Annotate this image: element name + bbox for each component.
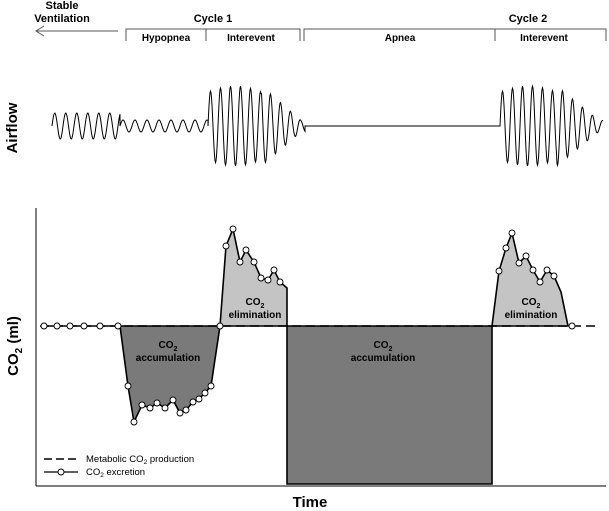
cycle2-label: Cycle 2 — [509, 13, 548, 25]
excretion-marker — [508, 229, 516, 237]
co2-accumulation-area-1 — [119, 325, 221, 425]
excretion-marker — [222, 242, 230, 250]
excretion-marker — [195, 395, 203, 403]
accumulation-label-1-text: accumulation — [136, 353, 200, 364]
cycle1-label: Cycle 1 — [194, 13, 233, 25]
excretion-marker — [96, 322, 104, 330]
excretion-marker — [53, 322, 61, 330]
phase-brackets — [125, 28, 607, 41]
elimination-label-2: CO2 — [522, 297, 541, 310]
excretion-marker — [522, 252, 530, 260]
excretion-marker — [529, 266, 537, 274]
stable-arrow — [35, 25, 118, 37]
excretion-marker — [257, 274, 265, 282]
excretion-marker — [176, 409, 184, 417]
excretion-marker — [543, 266, 551, 274]
excretion-marker — [568, 322, 576, 330]
excretion-marker — [146, 404, 154, 412]
excretion-marker — [216, 322, 224, 330]
co2-panel: CO2 accumulation CO2 elimination CO2 acc… — [35, 208, 606, 487]
excretion-marker — [114, 322, 122, 330]
co2-axis-label: CO2 (ml) — [5, 316, 25, 376]
excretion-marker — [138, 401, 146, 409]
excretion-marker — [270, 266, 278, 274]
excretion-marker — [161, 404, 169, 412]
excretion-marker — [182, 406, 190, 414]
excretion-marker — [40, 322, 48, 330]
apnea-label: Apnea — [385, 33, 416, 44]
stable-label-line1: Stable — [45, 0, 78, 12]
airflow-trace — [51, 84, 604, 168]
excretion-marker — [207, 382, 215, 390]
interevent2-label: Interevent — [520, 33, 568, 44]
excretion-marker — [153, 399, 161, 407]
excretion-marker — [242, 246, 250, 254]
excretion-marker — [201, 389, 209, 397]
excretion-marker — [495, 267, 503, 275]
excretion-marker — [130, 418, 138, 426]
excretion-marker — [550, 272, 558, 280]
excretion-marker — [250, 258, 258, 266]
excretion-marker — [66, 322, 74, 330]
co2-excretion-markers — [40, 225, 576, 426]
stable-label-line2: Ventilation — [34, 13, 90, 25]
airflow-axis-label: Airflow — [4, 102, 21, 153]
time-axis-label: Time — [293, 494, 328, 511]
legend-metabolic-label: Metabolic CO2 production — [86, 454, 194, 466]
excretion-marker — [229, 225, 237, 233]
legend: Metabolic CO2 production CO2 excretion — [44, 454, 194, 479]
excretion-marker — [189, 398, 197, 406]
excretion-marker — [236, 258, 244, 266]
excretion-marker — [124, 382, 132, 390]
legend-excretion-label: CO2 excretion — [86, 467, 145, 479]
excretion-marker — [536, 278, 544, 286]
excretion-marker — [276, 278, 284, 286]
excretion-marker — [264, 276, 272, 284]
excretion-marker — [515, 259, 523, 267]
excretion-marker — [502, 244, 510, 252]
elimination-label-1: CO2 — [246, 297, 265, 310]
hypopnea-label: Hypopnea — [142, 33, 191, 44]
phase-header: Stable Ventilation Cycle 1 Cycle 2 Hypop… — [34, 0, 607, 44]
legend-excretion-marker — [57, 468, 65, 476]
accumulation-label-2-text: accumulation — [351, 353, 415, 364]
elimination-label-1-text: elimination — [229, 310, 282, 321]
interevent1-label: Interevent — [227, 33, 275, 44]
excretion-marker — [80, 322, 88, 330]
accumulation-label-2: CO2 — [374, 340, 393, 353]
excretion-marker — [169, 396, 177, 404]
elimination-label-2-text: elimination — [505, 310, 558, 321]
accumulation-label-1: CO2 — [159, 340, 178, 353]
